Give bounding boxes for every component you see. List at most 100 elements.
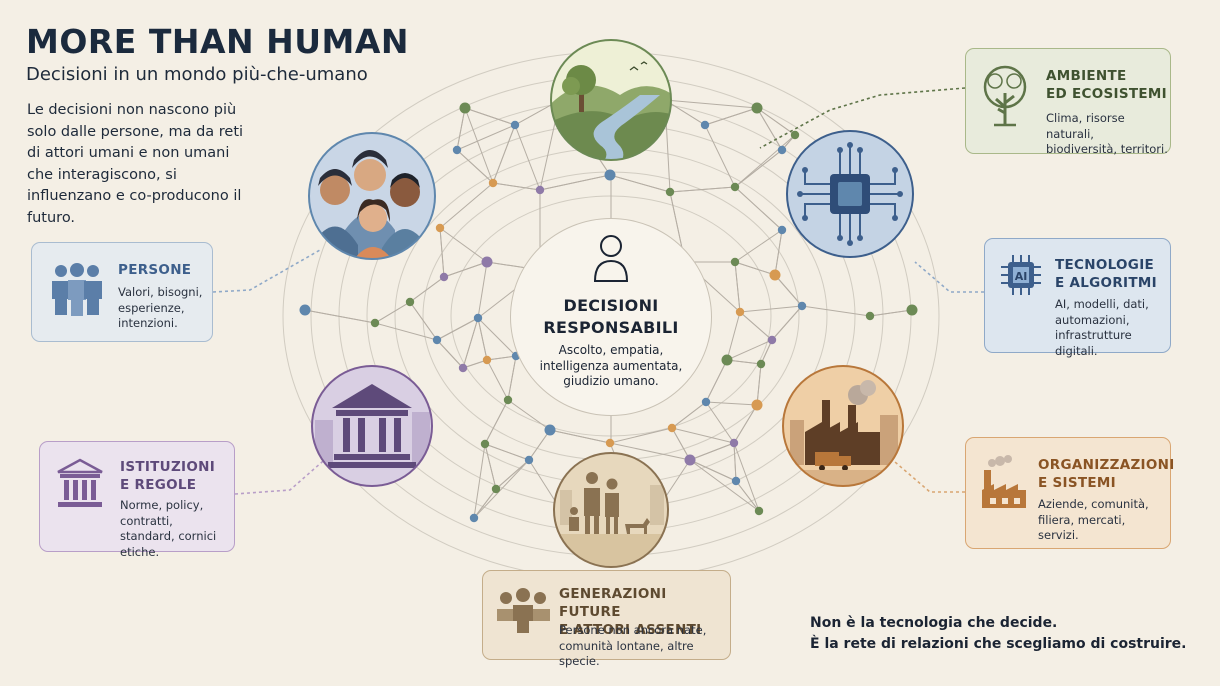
network-edge bbox=[549, 429, 611, 444]
network-node bbox=[700, 120, 710, 130]
card-description: Norme, policy, contratti, standard, corn… bbox=[120, 498, 217, 559]
network-edge bbox=[439, 227, 488, 263]
network-edge bbox=[609, 442, 691, 461]
factory-illustration bbox=[782, 365, 904, 487]
network-edge bbox=[771, 305, 803, 341]
network-node bbox=[797, 301, 807, 311]
network-edge bbox=[734, 186, 783, 231]
center-description: Ascolto, empatia, intelligenza aumentata… bbox=[539, 343, 683, 388]
network-edge bbox=[495, 459, 530, 490]
card-description: Valori, bisogni, esperienze, intenzioni. bbox=[118, 285, 203, 330]
network-edge bbox=[436, 339, 464, 369]
institution-illustration bbox=[311, 365, 433, 487]
network-node bbox=[605, 438, 615, 448]
card-description: AI, modelli, dati, automazioni, infrastr… bbox=[1055, 297, 1149, 358]
page-title: MORE THAN HUMAN bbox=[26, 22, 410, 61]
network-edge bbox=[760, 339, 773, 365]
svg-text:AI: AI bbox=[1015, 270, 1028, 283]
card-title: PERSONE bbox=[118, 262, 192, 278]
network-node bbox=[432, 335, 442, 345]
network-node bbox=[458, 363, 468, 373]
intro-text: Le decisioni non nascono più solo dalle … bbox=[27, 102, 244, 226]
network-node bbox=[488, 178, 498, 188]
network-node bbox=[480, 439, 490, 449]
network-edge bbox=[705, 401, 735, 444]
network-edge bbox=[456, 107, 466, 151]
network-edge bbox=[774, 274, 803, 307]
network-edge bbox=[477, 317, 517, 357]
network-edge bbox=[528, 429, 551, 461]
network-edge bbox=[726, 359, 762, 365]
network-node bbox=[729, 438, 739, 448]
network-edge bbox=[492, 124, 516, 184]
network-edge bbox=[671, 427, 735, 444]
network-edge bbox=[464, 107, 516, 126]
card-connector bbox=[212, 249, 321, 293]
network-edge bbox=[439, 227, 445, 278]
network-edge bbox=[689, 459, 760, 512]
network-edge bbox=[477, 317, 488, 361]
network-edge bbox=[514, 124, 541, 191]
network-edge bbox=[484, 443, 530, 461]
card-description: Persone non ancora nate, comunità lontan… bbox=[559, 623, 707, 668]
network-edge bbox=[774, 229, 783, 276]
network-node bbox=[790, 130, 800, 140]
network-edge bbox=[477, 261, 488, 319]
card-connector bbox=[894, 461, 965, 493]
network-node bbox=[730, 257, 740, 267]
network-edge bbox=[669, 186, 736, 193]
network-node bbox=[667, 423, 677, 433]
person-outline-icon bbox=[593, 235, 629, 282]
card-connector bbox=[759, 87, 966, 149]
network-edge bbox=[473, 459, 530, 519]
network-edge bbox=[486, 359, 509, 401]
network-node bbox=[482, 355, 492, 365]
network-edge bbox=[462, 317, 479, 369]
network-edge bbox=[671, 427, 691, 461]
card-connector bbox=[914, 261, 984, 293]
network-edge bbox=[484, 399, 509, 445]
network-edge bbox=[304, 309, 376, 324]
network-edge bbox=[374, 301, 411, 324]
network-node bbox=[544, 424, 556, 436]
network-node bbox=[754, 506, 764, 516]
network-edge bbox=[409, 276, 445, 303]
network-node bbox=[459, 102, 471, 114]
network-node bbox=[665, 187, 675, 197]
network-edge bbox=[689, 459, 737, 482]
network-edge bbox=[409, 301, 438, 341]
network-node bbox=[731, 476, 741, 486]
network-node bbox=[473, 313, 483, 323]
network-edge bbox=[756, 107, 796, 136]
network-node bbox=[777, 225, 787, 235]
network-node bbox=[481, 256, 493, 268]
card-connectors bbox=[212, 87, 984, 495]
network-edge bbox=[726, 311, 741, 361]
card-persone: PERSONE Valori, bisogni, esperienze, int… bbox=[31, 242, 213, 342]
network-node bbox=[370, 318, 380, 328]
network-node bbox=[730, 182, 740, 192]
network-node bbox=[452, 145, 462, 155]
network-edge bbox=[462, 359, 488, 369]
people-illustration bbox=[308, 132, 436, 260]
network-node bbox=[906, 304, 918, 316]
tree-icon bbox=[983, 65, 1027, 127]
network-node bbox=[503, 395, 513, 405]
network-node bbox=[777, 145, 787, 155]
tagline: Non è la tecnologia che decide.È la rete… bbox=[810, 615, 1187, 652]
network-edge bbox=[734, 134, 796, 188]
network-edge bbox=[869, 309, 913, 317]
network-edge bbox=[726, 339, 773, 361]
network-edge bbox=[486, 355, 517, 361]
network-edge bbox=[756, 107, 783, 151]
network-edge bbox=[689, 442, 735, 461]
